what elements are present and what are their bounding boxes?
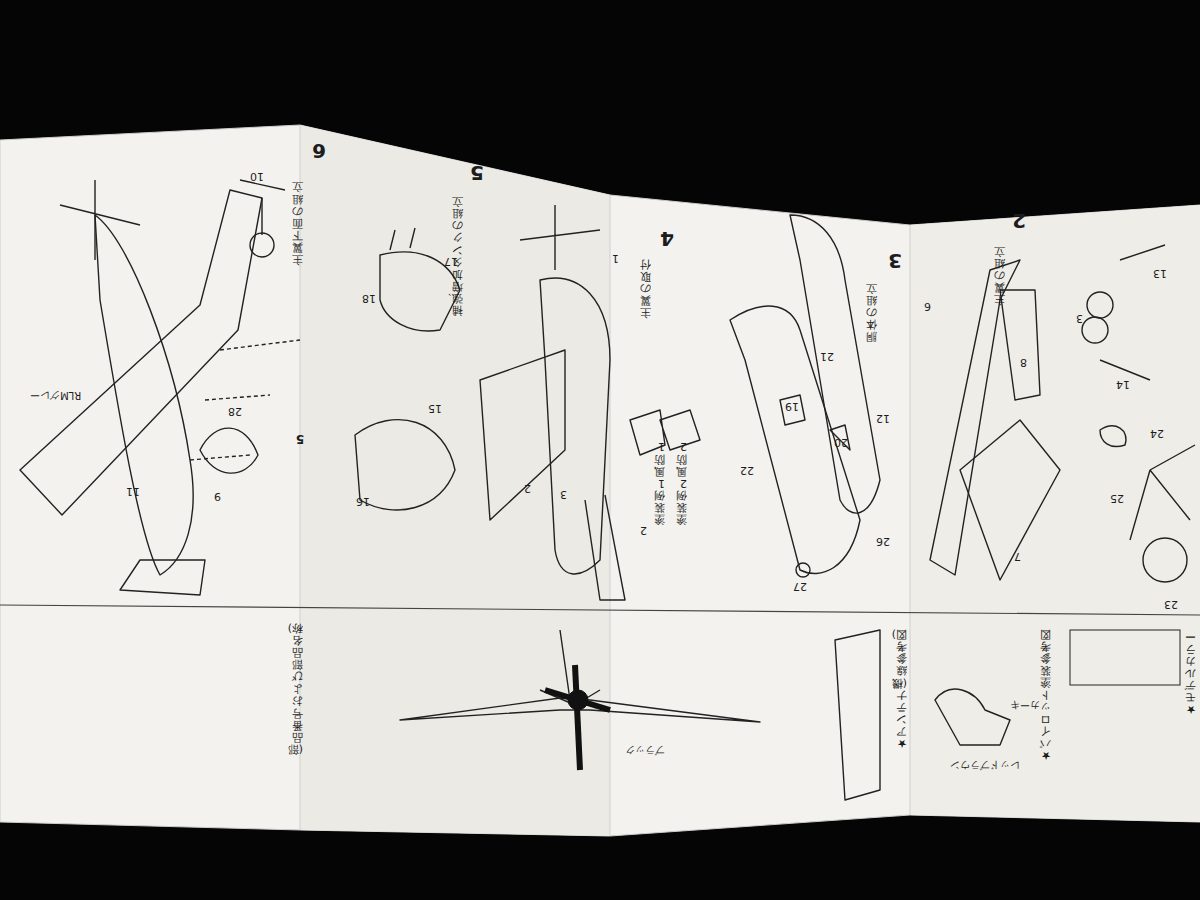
paper-panel <box>910 205 1200 822</box>
callout-number: 7 <box>1014 550 1021 562</box>
callout-number: 17 <box>444 255 458 267</box>
fuselage-half <box>790 215 880 513</box>
callout-number: 28 <box>228 405 242 417</box>
step-note: 主翼下面の組立 <box>292 180 303 265</box>
landing-gear <box>240 180 285 235</box>
callout-number: 9 <box>214 490 221 502</box>
callout-number: 13 <box>1153 267 1167 279</box>
callout-number: 27 <box>793 580 807 592</box>
wing-outline <box>20 190 262 515</box>
step-number: 3 <box>888 250 902 272</box>
callout-number: 16 <box>356 495 370 507</box>
step-note: 塗装例1 風防1 <box>654 440 665 525</box>
propeller <box>520 205 600 270</box>
divider-line <box>0 605 1200 615</box>
paper-panel <box>300 125 610 836</box>
callout-number: 12 <box>876 412 890 424</box>
step-number: 6 <box>312 140 326 162</box>
callout-number: 2 <box>640 524 647 536</box>
step-number: 4 <box>660 228 674 250</box>
callout-number: 11 <box>126 485 140 497</box>
fold-line <box>610 195 611 836</box>
step-note: 主翼の取付 <box>640 258 651 318</box>
step-number: 5 <box>470 162 484 184</box>
callout-number: カーキ <box>1010 700 1040 711</box>
callout-number: 2 <box>524 482 531 494</box>
wheel <box>1087 292 1113 318</box>
tail-outline <box>585 495 625 600</box>
front-view-spinner <box>568 690 588 710</box>
step-note: (部品番号および部品名称) <box>292 622 303 755</box>
callout-number: 14 <box>1116 378 1130 390</box>
step-number: 2 <box>1012 210 1026 232</box>
leader-line <box>390 228 415 250</box>
drop-tank <box>355 420 455 510</box>
spinner <box>1100 426 1126 447</box>
callout-number: 25 <box>1110 492 1124 504</box>
tailplane <box>120 560 205 595</box>
callout-number: 24 <box>1150 427 1164 439</box>
landing-gear <box>1100 245 1165 380</box>
callout-number: 3 <box>1076 312 1083 324</box>
callout-number: RLMグレー <box>30 390 81 401</box>
callout-number: 15 <box>428 402 442 414</box>
callout-number: 23 <box>1164 598 1178 610</box>
propeller <box>60 180 140 260</box>
wing-outline <box>1000 290 1040 400</box>
engine-cowl <box>1143 538 1187 582</box>
step-note: 主翼の組立 <box>994 245 1005 305</box>
callout-number: 26 <box>876 535 890 547</box>
wheel <box>250 233 274 257</box>
drop-tank <box>200 428 258 473</box>
callout-number: 20 <box>834 436 848 448</box>
cockpit-part <box>780 395 850 450</box>
callout-number: 21 <box>820 350 834 362</box>
color-note-box <box>1070 630 1180 685</box>
callout-number: 6 <box>924 300 931 312</box>
wing-outline <box>930 260 1020 575</box>
wheel <box>1082 317 1108 343</box>
step-note: ★モデルカラー <box>1185 630 1196 715</box>
callout-number: 19 <box>785 400 799 412</box>
wing-outline <box>960 420 1060 580</box>
fuselage-outline <box>95 215 193 575</box>
step-note: 塗装例2 風防2 <box>676 440 687 525</box>
callout-number: 18 <box>362 292 376 304</box>
step-note: ★パイロット塗装参考図 <box>1040 628 1051 761</box>
fold-line <box>910 225 911 815</box>
callout-number: 1 <box>612 252 619 264</box>
callout-number: 22 <box>740 464 754 476</box>
leader-line <box>190 340 300 460</box>
callout-number: ブラック <box>625 745 665 756</box>
canopy-part <box>630 410 700 455</box>
tail-wheel <box>796 563 810 577</box>
callout-number: 3 <box>560 488 567 500</box>
fuselage-half <box>730 306 860 573</box>
pilot-figure <box>935 689 1010 745</box>
front-view-propeller <box>545 665 610 770</box>
callout-number: 8 <box>1020 356 1027 368</box>
callout-number: 10 <box>250 170 264 182</box>
step-note: 胴体の組立 <box>866 282 877 342</box>
step-note: ★アンテナ(機線参考図) <box>896 628 907 749</box>
paper-sheet <box>0 125 1200 836</box>
propeller <box>1130 445 1195 540</box>
fuselage-outline <box>540 278 610 574</box>
callout-number: レッドブラウン <box>950 760 1020 771</box>
callout-number: 5 <box>296 432 304 445</box>
tail-section <box>835 630 880 800</box>
drop-tank <box>380 252 460 331</box>
wing-outline <box>480 350 565 520</box>
